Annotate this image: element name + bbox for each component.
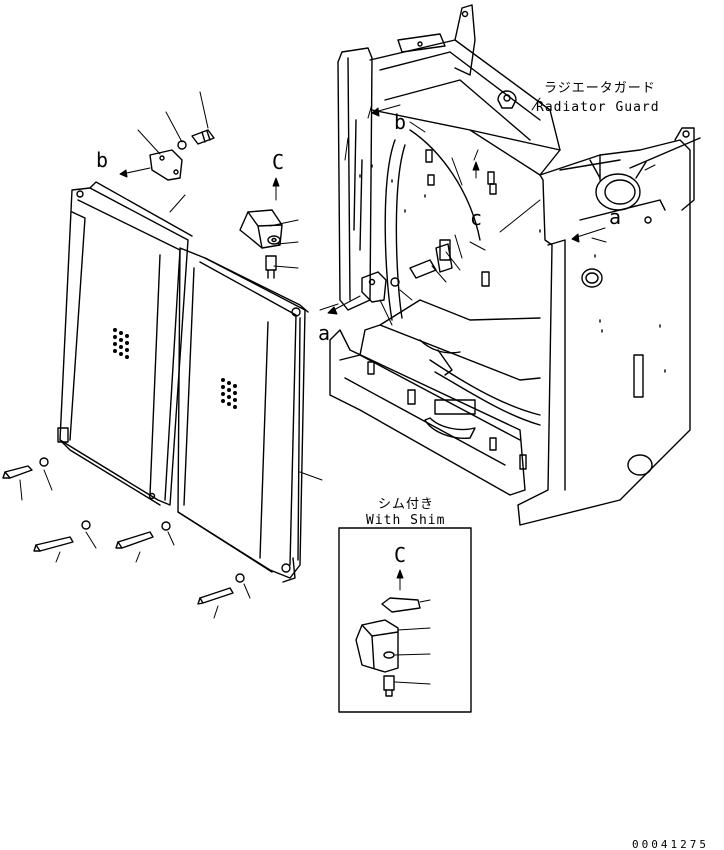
callout-a-right: a — [609, 205, 622, 229]
direction-arrows — [119, 104, 606, 591]
inset-title-jp: シム付き — [378, 497, 435, 512]
vent-holes — [113, 328, 237, 409]
title-jp: ラジエータガード — [544, 81, 656, 96]
right-guard-panel — [177, 247, 309, 583]
callout-c-upper: C — [272, 150, 285, 174]
callout-b-left: b — [96, 148, 109, 172]
drawing-reference-number: 00041275 — [632, 838, 709, 850]
callout-c-frame: c — [470, 206, 483, 230]
clamp-c-parts — [239, 209, 283, 279]
title-en: Radiator Guard — [536, 100, 660, 115]
bracket-b — [149, 129, 215, 181]
left-guard-panel — [57, 181, 193, 506]
inset-view-c: C — [394, 543, 407, 567]
leader-lines — [19, 91, 656, 619]
callout-b-frame: b — [394, 110, 407, 134]
inset-with-shim — [338, 527, 472, 713]
callout-a-left: a — [318, 321, 331, 345]
machine-frame — [329, 4, 701, 526]
bolts — [2, 457, 245, 605]
inset-title-en: With Shim — [366, 513, 446, 528]
